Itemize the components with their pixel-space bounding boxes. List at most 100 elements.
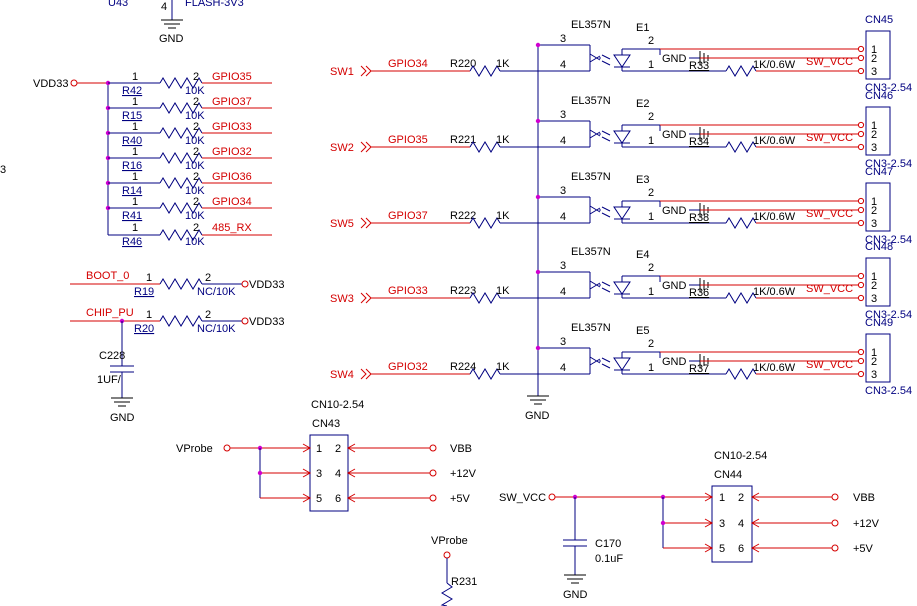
- vdd33-port: [70, 79, 78, 87]
- opto-pin4: 4: [560, 362, 566, 374]
- input-resistor-ref: R224: [450, 361, 476, 373]
- pin-label: 6: [738, 543, 744, 555]
- pin1-label: 1: [132, 121, 138, 133]
- c228-value: 1UF/: [97, 374, 122, 386]
- pin-label: 1: [719, 492, 725, 504]
- pin2-label: 2: [205, 309, 211, 321]
- gpio34-net: GPIO34: [212, 196, 252, 208]
- input-resistor-value: 1K: [496, 361, 510, 373]
- chip-pu-net: CHIP_PU: [86, 307, 134, 319]
- r15-ref: R15: [122, 110, 142, 122]
- capacitor-symbol: [110, 365, 134, 373]
- r41-ref: R41: [122, 210, 142, 222]
- switch-port-label: SW3: [330, 293, 354, 305]
- opto-part-label: EL357N: [571, 171, 611, 183]
- pin1-label: 1: [146, 272, 152, 284]
- connector-pin2: 2: [871, 280, 877, 292]
- chip-gnd-label: GND: [110, 412, 135, 424]
- gpio33-net: GPIO33: [212, 121, 252, 133]
- vdd33-label: VDD33: [249, 316, 284, 328]
- opto-emitter-ref: E4: [636, 249, 649, 261]
- chip-pu-block: CHIP_PU 1 2 VDD33 R20 NC/10K C228 1UF/ G…: [70, 307, 284, 424]
- pullup-row: 1 2 GPIO33 R40 10K: [108, 121, 272, 147]
- connector-pin1: 1: [871, 271, 877, 283]
- gpio-net: GPIO37: [388, 210, 428, 222]
- gpio35-net: GPIO35: [212, 71, 252, 83]
- opto-pin4: 4: [560, 211, 566, 223]
- opto-pin1: 1: [648, 135, 654, 147]
- sw-vcc-net: SW_VCC: [806, 208, 853, 220]
- plus5v-label: +5V: [853, 543, 874, 555]
- opto-emitter-ref: E1: [636, 22, 649, 34]
- pin-label: 4: [335, 468, 341, 480]
- vprobe-port: [443, 551, 451, 559]
- output-resistor-ref: R33: [689, 60, 709, 72]
- connector-body: [865, 30, 891, 80]
- opto-pin3: 3: [560, 109, 566, 121]
- edge-number: 3: [0, 164, 6, 176]
- input-resistor-value: 1K: [496, 58, 510, 70]
- pullup-row: 1 2 485_RX R46 10K: [108, 222, 272, 248]
- connector-type: CN3-2.54: [865, 234, 912, 246]
- pin2-label: 2: [193, 171, 199, 183]
- u43-pin4: 4: [161, 1, 167, 13]
- pin1-label: 1: [132, 146, 138, 158]
- vdd33-label: VDD33: [33, 78, 68, 90]
- sw-vcc-net: SW_VCC: [806, 359, 853, 371]
- output-resistor-value: 1K/0.6W: [753, 286, 796, 298]
- gpio-net: GPIO35: [388, 134, 428, 146]
- input-resistor-value: 1K: [496, 134, 510, 146]
- pin-label: 6: [335, 493, 341, 505]
- connector-pin2: 2: [871, 53, 877, 65]
- gpio37-net: GPIO37: [212, 96, 252, 108]
- sw-vcc-net: SW_VCC: [806, 132, 853, 144]
- u43-gnd-label: GND: [159, 33, 184, 45]
- r42-value: 10K: [185, 85, 205, 97]
- connector-body: [865, 182, 891, 232]
- r20-value: NC/10K: [197, 323, 236, 335]
- sw-vcc-port: [548, 493, 556, 501]
- r46-ref: R46: [122, 236, 142, 248]
- connector-body: [865, 106, 891, 156]
- gpio-net: GPIO34: [388, 58, 428, 70]
- 485-rx-net: 485_RX: [212, 222, 252, 234]
- r15-value: 10K: [185, 110, 205, 122]
- c170-gnd-label: GND: [563, 589, 588, 601]
- opto-emitter-ref: E2: [636, 98, 649, 110]
- r16-value: 10K: [185, 160, 205, 172]
- pullup-row: 1 2 GPIO37 R15 10K: [108, 96, 272, 122]
- boot0-block: BOOT_0 1 2 VDD33 R19 NC/10K: [70, 270, 284, 298]
- opto-gnd-label: GND: [525, 410, 550, 422]
- opto-pin4: 4: [560, 286, 566, 298]
- pin2-label: 2: [193, 222, 199, 234]
- opto-pin1: 1: [648, 286, 654, 298]
- r14-value: 10K: [185, 185, 205, 197]
- opto-pin4: 4: [560, 135, 566, 147]
- r41-value: 10K: [185, 210, 205, 222]
- connector-pin1: 1: [871, 120, 877, 132]
- pullup-row: 1 2 GPIO36 R14 10K: [108, 171, 272, 197]
- ground-symbol: [564, 574, 586, 584]
- c170-value: 0.1uF: [595, 553, 623, 565]
- opto-pin1: 1: [648, 59, 654, 71]
- connector-type: CN3-2.54: [865, 309, 912, 321]
- opto-pin1: 1: [648, 362, 654, 374]
- vprobe-port: [223, 444, 231, 452]
- connector-pin2: 2: [871, 129, 877, 141]
- pullup-row: 1 2 GPIO32 R16 10K: [108, 146, 272, 172]
- sw-vcc-net: SW_VCC: [806, 283, 853, 295]
- sw-vcc-net: SW_VCC: [806, 56, 853, 68]
- plus5v-label: +5V: [450, 493, 471, 505]
- connector-ref: CN49: [865, 317, 893, 329]
- output-resistor-ref: R36: [689, 287, 709, 299]
- pin-label: 1: [316, 443, 322, 455]
- output-resistor-ref: R37: [689, 363, 709, 375]
- ground-label: GND: [662, 205, 687, 217]
- r42-ref: R42: [122, 85, 142, 97]
- gpio36-net: GPIO36: [212, 171, 252, 183]
- output-resistor-value: 1K/0.6W: [753, 135, 796, 147]
